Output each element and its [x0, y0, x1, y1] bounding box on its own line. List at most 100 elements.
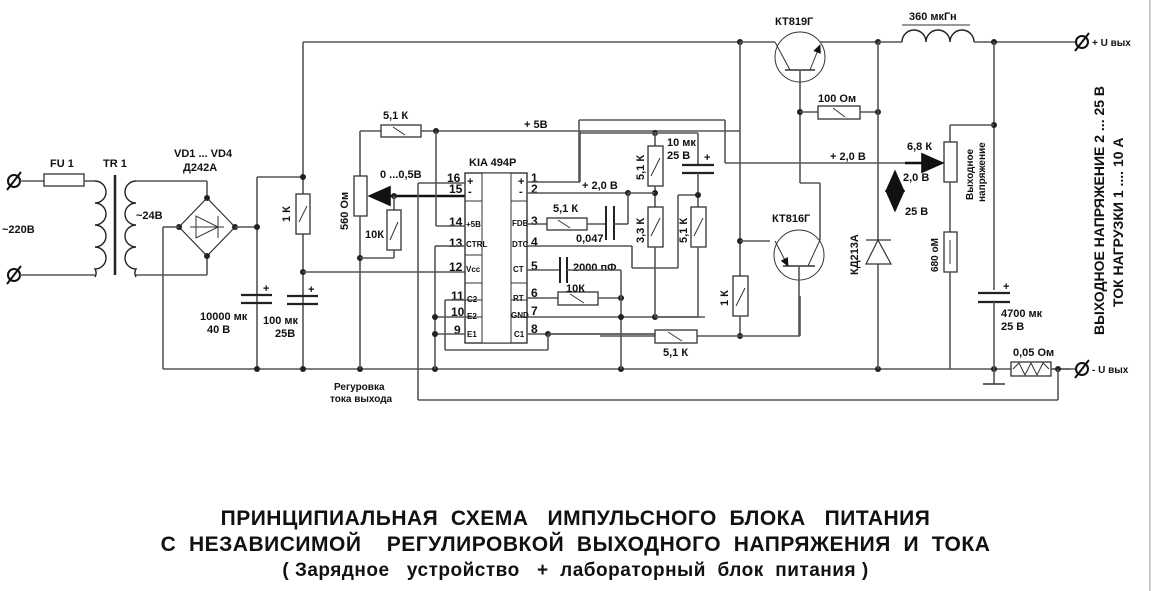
- cap-soft-value: 10 мк: [667, 137, 696, 149]
- cap-main-voltage: 40 В: [207, 324, 230, 336]
- ic-pin-16-func: +: [467, 176, 473, 188]
- cap-ct-label: 2000 пФ: [573, 262, 617, 274]
- r-soft-label: 5,1 К: [678, 218, 690, 243]
- spec-voltage-range: ВЫХОДНОЕ НАПРЯЖЕНИЕ 2 ... 25 В: [1091, 86, 1107, 335]
- ic-pin-10: 10: [451, 305, 465, 319]
- ic-pin-6-func: RT: [513, 294, 524, 303]
- svg-text:+: +: [704, 152, 710, 164]
- voltage-adjust-potentiometer[interactable]: [943, 141, 958, 183]
- q1-label: КТ819Г: [775, 16, 814, 28]
- out-plus-label: + U вых: [1092, 38, 1131, 49]
- ic-pin-8-func: C1: [514, 330, 525, 339]
- v-min-label: 2,0 В: [903, 172, 929, 184]
- out-minus-label: - U вых: [1092, 365, 1129, 376]
- ref-2v-label-b: + 2,0 В: [830, 151, 866, 163]
- r-low-label: 680 оМ: [930, 238, 941, 272]
- input-terminal-bottom: [6, 265, 22, 285]
- ic-pin-5: 5: [531, 259, 538, 273]
- secondary-winding: [124, 180, 138, 278]
- input-terminal-top: [6, 171, 22, 191]
- ic-pin-16: 16: [447, 171, 461, 185]
- output-terminal-minus: [1074, 359, 1090, 379]
- bridge-part-label: Д242А: [183, 162, 217, 174]
- primary-winding: [93, 180, 107, 278]
- ic-pin-12-func: Vcc: [466, 265, 481, 274]
- svg-text:+: +: [308, 284, 314, 296]
- ic-pin-12: 12: [449, 260, 463, 274]
- voltage-adjust-label-1: Выходное: [965, 148, 976, 200]
- spec-current-range: ТОК НАГРУЗКИ 1 .... 10 А: [1110, 137, 1126, 307]
- diode-label: КД213А: [849, 234, 861, 275]
- r-div-top-label: 5,1 К: [635, 155, 647, 180]
- svg-text:+: +: [263, 283, 269, 295]
- r-div-bot-label: 3,3 К: [635, 218, 647, 243]
- title-line-1: ПРИНЦИПИАЛЬНАЯ СХЕМА ИМПУЛЬСНОГО БЛОКА П…: [220, 507, 931, 530]
- cap-out-voltage: 25 В: [1001, 321, 1024, 333]
- r-shunt-label: 0,05 Ом: [1013, 347, 1054, 359]
- ic-pin-9: 9: [454, 323, 461, 337]
- q2-label: КТ816Г: [772, 213, 811, 225]
- ic-pin-15: 15: [449, 182, 463, 196]
- ic-pin-4: 4: [531, 235, 538, 249]
- ic-pin-14-func: +5В: [466, 220, 481, 229]
- ic-pin-7: 7: [531, 304, 538, 318]
- ic-pin-4-func: DTC: [512, 240, 529, 249]
- ic-pin-5-func: CT: [513, 265, 524, 274]
- diode-bridge: [178, 197, 236, 257]
- mains-voltage-label: ~220В: [2, 224, 35, 236]
- r-top-label: 5,1 К: [383, 110, 408, 122]
- r-rt-label: 10К: [566, 283, 585, 295]
- r-base-label: 5,1 К: [663, 347, 688, 359]
- ic-pin-3-func: FDB: [512, 219, 529, 228]
- ic-pin-11: 11: [451, 289, 464, 303]
- r-supply-label: 1 К: [281, 206, 293, 222]
- inductor-360uh: [901, 29, 975, 43]
- ic-pin-7-func: GND: [511, 311, 529, 320]
- ic-pin-10-func: E2: [467, 312, 477, 321]
- cap-soft-voltage: 25 В: [667, 150, 690, 162]
- resistor-5k1-feedback: [546, 217, 588, 231]
- ref-2v-label-a: + 2,0 В: [582, 180, 618, 192]
- current-adjust-potentiometer[interactable]: [353, 175, 368, 217]
- current-adjust-label-1: Регуровка: [334, 382, 385, 393]
- resistor-5k1-ref: [380, 124, 422, 138]
- ic-pin-2-func: -: [519, 186, 523, 198]
- ic-pin-1-func: +: [518, 176, 524, 188]
- cap-fb-label: 0,047: [576, 233, 604, 245]
- title-line-3: ( Зарядное устройство + лабораторный бло…: [282, 560, 869, 581]
- voltage-adjust-label-2: напряжение: [977, 142, 988, 202]
- ic-pin-14: 14: [449, 215, 463, 229]
- output-terminal-plus: [1074, 32, 1090, 52]
- ic-pin-8: 8: [531, 322, 538, 336]
- ic-pin-15-func: -: [468, 186, 472, 198]
- v-max-label: 25 В: [905, 206, 928, 218]
- current-adjust-label-2: тока выхода: [330, 394, 393, 405]
- cap-aux-value: 100 мк: [263, 315, 299, 327]
- cap-aux-voltage: 25В: [275, 328, 295, 340]
- ic-pin-2: 2: [531, 182, 538, 196]
- cap-out-value: 4700 мк: [1001, 308, 1043, 320]
- title-line-2: С НЕЗАВИСИМОЙ РЕГУЛИРОВКОЙ ВЫХОДНОГО НАП…: [160, 533, 991, 556]
- pot-current-label: 560 Ом: [339, 192, 351, 230]
- ic-pin-6: 6: [531, 286, 538, 300]
- r-pot-low-label: 10К: [365, 229, 384, 241]
- r-bias-label: 1 К: [719, 290, 731, 306]
- svg-text:+: +: [1003, 281, 1009, 293]
- diode-kd213a: [865, 238, 893, 265]
- r-fb-label: 5,1 К: [553, 203, 578, 215]
- transformer-label: TR 1: [103, 158, 127, 170]
- r-be-label: 100 Ом: [818, 93, 856, 105]
- fuse-label: FU 1: [50, 158, 74, 170]
- ic-pin-13: 13: [449, 236, 463, 250]
- bridge-ref-label: VD1 ... VD4: [174, 148, 233, 160]
- ref-5v-label: + 5В: [524, 119, 548, 131]
- ic-pin-9-func: E1: [467, 330, 477, 339]
- pwm-controller-ic: [464, 172, 528, 344]
- ic-pin-3: 3: [531, 214, 538, 228]
- ic-pin-11-func: C2: [467, 295, 478, 304]
- cap-main-value: 10000 мк: [200, 311, 248, 323]
- ic-name: KIA 494P: [469, 157, 516, 169]
- resistor-5k1-base: [654, 329, 698, 344]
- pot-voltage-label: 6,8 К: [907, 141, 932, 153]
